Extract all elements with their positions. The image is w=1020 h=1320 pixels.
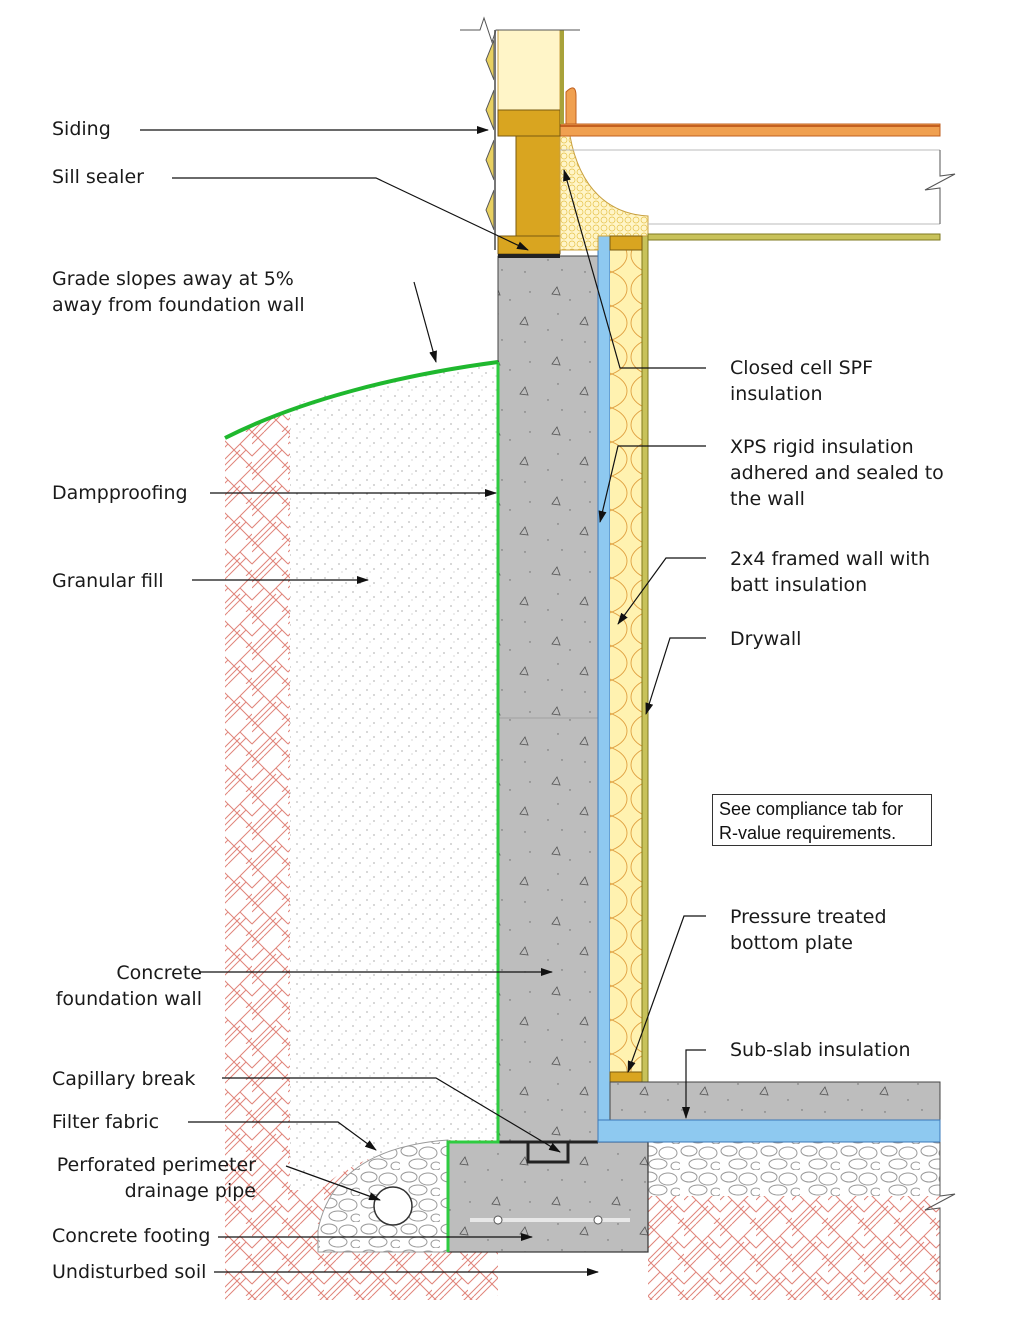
siding bbox=[485, 39, 495, 231]
rim-joist bbox=[515, 135, 561, 237]
compliance-note-text: See compliance tab for R-value requireme… bbox=[719, 799, 904, 843]
label-concrete-wall: Concrete foundation wall bbox=[55, 962, 202, 1010]
label-capillary-break: Capillary break bbox=[52, 1068, 196, 1090]
right-break-line bbox=[924, 150, 956, 224]
label-bottom-plate: Pressure treated bottom plate bbox=[730, 906, 887, 954]
label-siding: Siding bbox=[52, 118, 111, 140]
xps-insulation bbox=[597, 235, 611, 1123]
pressure-treated-bottom-plate bbox=[609, 1071, 643, 1083]
label-drywall: Drywall bbox=[730, 628, 802, 650]
sill-plate bbox=[497, 235, 561, 255]
concrete-foundation-wall bbox=[497, 255, 599, 1143]
batt-insulation bbox=[610, 250, 642, 1072]
label-xps-rigid: XPS rigid insulation adhered and sealed … bbox=[730, 436, 944, 510]
label-sill-sealer: Sill sealer bbox=[52, 166, 144, 188]
compliance-note: See compliance tab for R-value requireme… bbox=[712, 794, 932, 846]
label-closed-cell-spf: Closed cell SPF insulation bbox=[730, 357, 874, 405]
top-plate bbox=[609, 235, 643, 251]
undisturbed-soil-interior bbox=[648, 1196, 940, 1300]
dampproofing-line bbox=[446, 362, 500, 1252]
upper-wall-framing bbox=[497, 29, 561, 111]
label-concrete-footing: Concrete footing bbox=[52, 1225, 211, 1247]
ceiling-drywall bbox=[647, 233, 941, 241]
label-undisturbed-soil: Undisturbed soil bbox=[52, 1261, 207, 1283]
right-break-line-bottom bbox=[924, 1142, 956, 1300]
label-sub-slab: Sub-slab insulation bbox=[730, 1039, 911, 1061]
perforated-drainage-pipe bbox=[373, 1186, 413, 1226]
sill-sealer bbox=[498, 254, 560, 258]
upper-wall-plate bbox=[497, 109, 561, 137]
rebar-dot bbox=[493, 1215, 503, 1225]
closed-cell-spf bbox=[559, 135, 649, 251]
label-filter-fabric: Filter fabric bbox=[52, 1111, 160, 1133]
label-dampproofing: Dampproofing bbox=[52, 482, 188, 504]
granular-fill-area bbox=[290, 362, 498, 1190]
concrete-slab bbox=[609, 1081, 941, 1121]
label-grade-slopes: Grade slopes away at 5% away from founda… bbox=[52, 268, 305, 316]
top-break-line bbox=[460, 16, 580, 44]
baseboard bbox=[565, 87, 577, 125]
drywall bbox=[641, 235, 649, 1083]
label-framed-wall: 2x4 framed wall with batt insulation bbox=[730, 548, 930, 596]
rebar-dot bbox=[593, 1215, 603, 1225]
sub-slab-insulation bbox=[597, 1119, 941, 1143]
grade-line bbox=[224, 360, 499, 440]
label-drainage-pipe: Perforated perimeter drainage pipe bbox=[56, 1154, 256, 1202]
leader-lines bbox=[140, 126, 706, 1276]
sub-slab-gravel bbox=[598, 1142, 940, 1196]
label-granular-fill: Granular fill bbox=[52, 570, 164, 592]
